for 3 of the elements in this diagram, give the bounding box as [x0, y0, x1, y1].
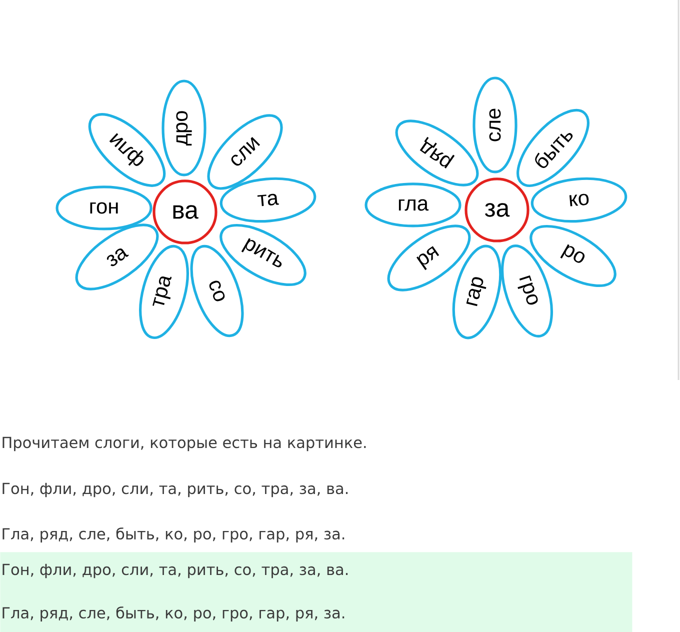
- syllable-list: Гон, фли, дро, сли, та, рить, со, тра, за, ва.: [2, 482, 348, 498]
- answer-band: Гон, фли, дро, сли, та, рить, со, тра, за, ва. Гла, ряд, сле, быть, ко, ро, гро, гар, ря, за.: [0, 552, 632, 632]
- instruction-text: Прочитаем слоги, которые есть на картинке.: [2, 436, 366, 452]
